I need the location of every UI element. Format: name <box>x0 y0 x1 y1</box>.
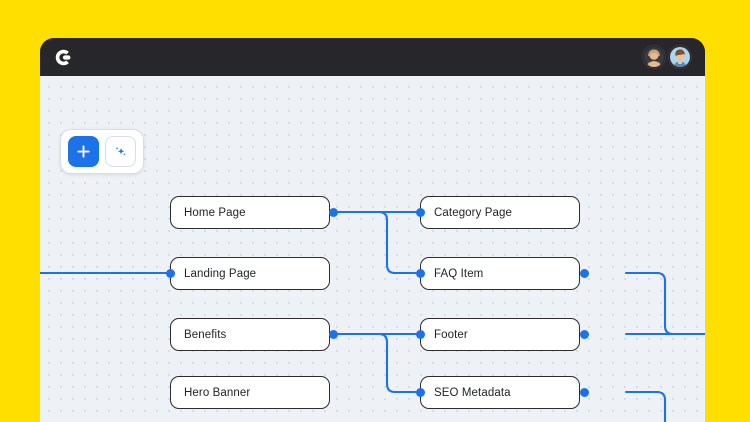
logo-c-icon[interactable] <box>54 48 73 67</box>
node-seo-metadata[interactable]: SEO Metadata <box>420 376 580 409</box>
node-label: Footer <box>434 328 468 341</box>
edge-layer <box>40 210 705 422</box>
port-faq-item-left[interactable] <box>415 268 425 278</box>
collaborator-avatars <box>643 46 691 68</box>
edge-home-to-faq <box>332 210 418 275</box>
port-home-page-right[interactable] <box>329 207 338 217</box>
port-category-page-left[interactable] <box>415 207 425 217</box>
node-label: Hero Banner <box>184 386 251 399</box>
port-benefits-right[interactable] <box>329 329 338 339</box>
node-label: SEO Metadata <box>434 386 511 399</box>
window-titlebar <box>40 38 705 76</box>
app-window: Home Page Landing Page Benefits Hero Ban… <box>40 38 705 422</box>
node-footer[interactable]: Footer <box>420 318 580 351</box>
node-label: FAQ Item <box>434 267 484 280</box>
node-label: Benefits <box>184 328 227 341</box>
node-label: Home Page <box>184 206 246 219</box>
node-hero-banner[interactable]: Hero Banner <box>170 376 330 409</box>
port-seo-metadata-left[interactable] <box>415 387 425 397</box>
edge-seo-outgoing <box>624 390 667 422</box>
avatar-user-2[interactable] <box>669 46 691 68</box>
ai-assist-button[interactable] <box>105 136 136 167</box>
node-label: Landing Page <box>184 267 257 280</box>
port-faq-item-right[interactable] <box>579 268 589 278</box>
node-label: Category Page <box>434 206 513 219</box>
add-node-button[interactable] <box>68 136 99 167</box>
node-home-page[interactable]: Home Page <box>170 196 330 229</box>
edge-benefits-to-seo <box>332 332 418 394</box>
plus-icon <box>76 144 91 159</box>
port-landing-page-left[interactable] <box>165 268 175 278</box>
canvas-toolbar <box>60 129 144 174</box>
port-footer-left[interactable] <box>415 329 425 339</box>
port-seo-metadata-right[interactable] <box>579 387 589 397</box>
edge-faq-outgoing <box>624 271 705 336</box>
node-category-page[interactable]: Category Page <box>420 196 580 229</box>
avatar-user-1[interactable] <box>643 46 665 68</box>
sparkle-icon <box>113 144 128 159</box>
node-faq-item[interactable]: FAQ Item <box>420 257 580 290</box>
flow-canvas[interactable]: Home Page Landing Page Benefits Hero Ban… <box>40 76 705 422</box>
node-landing-page[interactable]: Landing Page <box>170 257 330 290</box>
port-footer-right[interactable] <box>579 329 589 339</box>
node-benefits[interactable]: Benefits <box>170 318 330 351</box>
